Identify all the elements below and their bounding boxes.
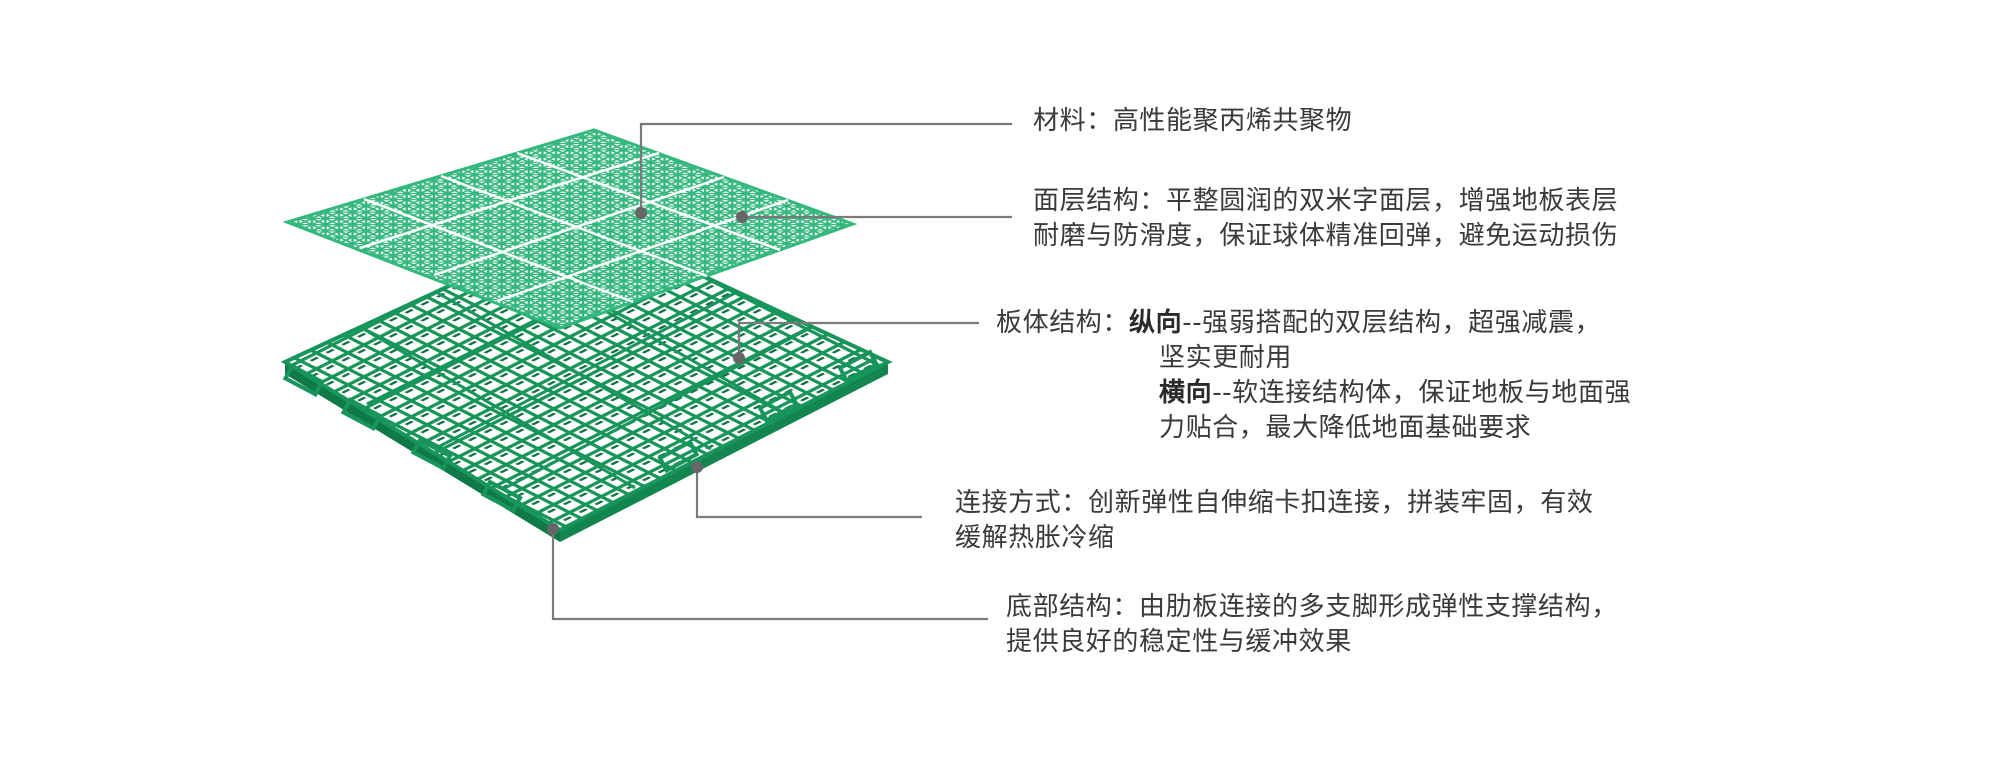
callout-title: 连接方式： xyxy=(955,488,1089,518)
callout-text: 由肋板连接的多支脚形成弹性支撑结构， xyxy=(1139,592,1618,622)
leader-connection xyxy=(695,467,922,519)
callout-body-line4: 力贴合，最大降低地面基础要求 xyxy=(1159,413,1532,443)
dot-material xyxy=(635,207,647,219)
dot-bottom xyxy=(547,523,559,535)
callout-body-line2: 坚实更耐用 xyxy=(1159,343,1293,373)
horizontal-text: --软连接结构体，保证地板与地面强 xyxy=(1212,378,1632,408)
callout-title: 材料： xyxy=(1033,106,1113,136)
dot-surface xyxy=(736,211,748,223)
leader-lines xyxy=(551,122,1012,621)
callout-body-line3: 横向--软连接结构体，保证地板与地面强 xyxy=(996,376,1631,411)
callout-connection-line1: 连接方式：创新弹性自伸缩卡扣连接，拼装牢固，有效 xyxy=(955,486,1593,521)
vertical-label: 纵向 xyxy=(1129,308,1183,338)
horizontal-label: 横向 xyxy=(1159,378,1213,408)
callout-text: 高性能聚丙烯共聚物 xyxy=(1112,106,1353,136)
callout-text: 平整圆润的双米字面层，增强地板表层 xyxy=(1166,186,1619,216)
dot-body xyxy=(733,352,745,364)
callout-material: 材料：高性能聚丙烯共聚物 xyxy=(1033,104,1352,139)
callout-text: 创新弹性自伸缩卡扣连接，拼装牢固，有效 xyxy=(1088,488,1594,518)
callout-title: 面层结构： xyxy=(1033,186,1167,216)
callout-body-line1: 板体结构：纵向--强弱搭配的双层结构，超强减震， xyxy=(996,306,1631,341)
callout-bottom-line1: 底部结构：由肋板连接的多支脚形成弹性支撑结构， xyxy=(1006,590,1618,625)
base-layer xyxy=(280,219,893,542)
callout-bottom: 底部结构：由肋板连接的多支脚形成弹性支撑结构， 提供良好的稳定性与缓冲效果 xyxy=(1006,590,1618,660)
vertical-text: --强弱搭配的双层结构，超强减震， xyxy=(1182,308,1602,338)
leader-bottom xyxy=(551,529,988,621)
callout-surface: 面层结构：平整圆润的双米字面层，增强地板表层 耐磨与防滑度，保证球体精准回弹，避… xyxy=(1033,184,1618,254)
callout-body: 板体结构：纵向--强弱搭配的双层结构，超强减震， 坚实更耐用 横向--软连接结构… xyxy=(996,306,1631,446)
surface-layer xyxy=(282,128,858,330)
callout-bottom-line2: 提供良好的稳定性与缓冲效果 xyxy=(1006,627,1352,657)
callout-title: 板体结构： xyxy=(996,308,1130,338)
callout-connection: 连接方式：创新弹性自伸缩卡扣连接，拼装牢固，有效 缓解热胀冷缩 xyxy=(955,486,1593,556)
dot-connection xyxy=(691,461,703,473)
leader-body xyxy=(737,321,979,358)
callout-surface-line1: 面层结构：平整圆润的双米字面层，增强地板表层 xyxy=(1033,184,1618,219)
callout-surface-line2: 耐磨与防滑度，保证球体精准回弹，避免运动损伤 xyxy=(1033,221,1619,251)
callout-connection-line2: 缓解热胀冷缩 xyxy=(955,523,1115,553)
callout-material-line1: 材料：高性能聚丙烯共聚物 xyxy=(1033,104,1352,139)
leader-dots xyxy=(547,207,748,535)
leader-material xyxy=(639,122,1012,213)
callout-title: 底部结构： xyxy=(1006,592,1140,622)
